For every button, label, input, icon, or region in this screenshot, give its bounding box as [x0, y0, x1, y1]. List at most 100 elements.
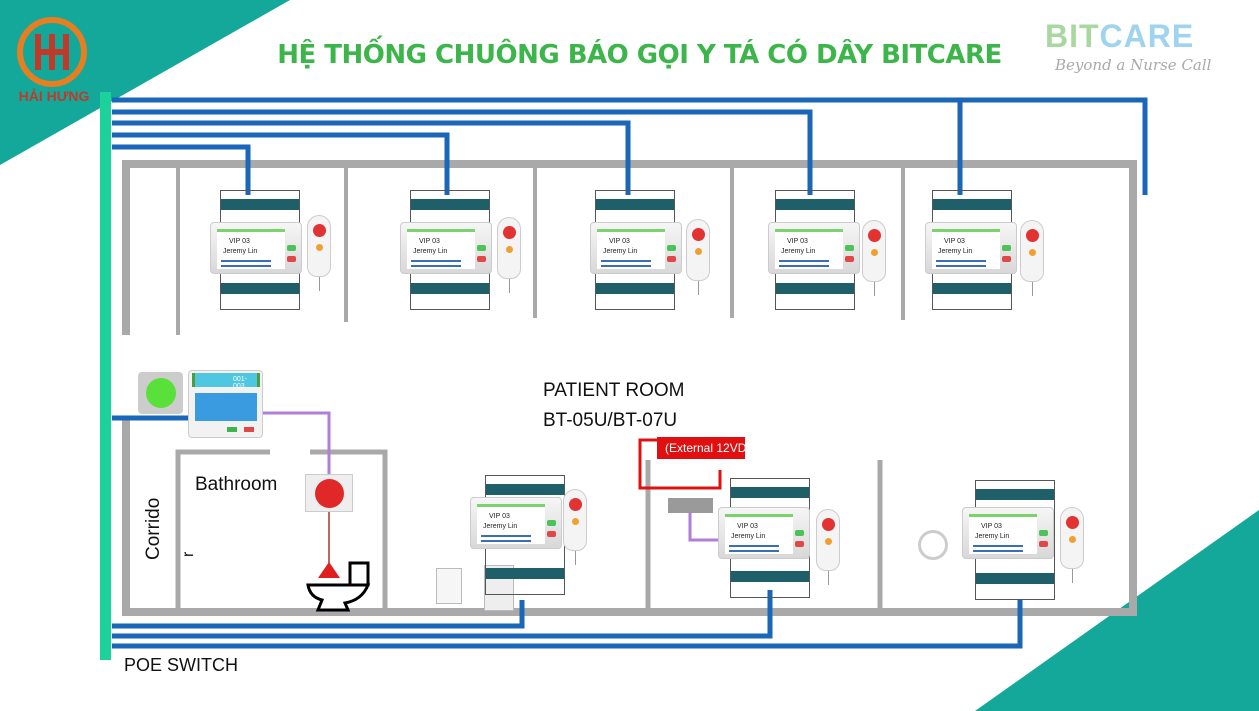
light-button[interactable] — [1029, 249, 1036, 256]
room-name: VIP 03 — [737, 523, 758, 530]
page-title: HỆ THỐNG CHUÔNG BÁO GỌI Y TÁ CÓ DÂY BITC… — [277, 40, 1002, 70]
cancel-button[interactable] — [795, 541, 804, 547]
call-handset-2[interactable] — [497, 217, 521, 293]
call-handset-7[interactable] — [816, 509, 840, 585]
corridor-lamp — [138, 372, 183, 414]
bedside-terminal-7[interactable]: VIP 03 Jeremy Lin — [718, 507, 810, 559]
call-button[interactable] — [1026, 229, 1039, 242]
cancel-button[interactable] — [667, 256, 676, 262]
hai-hung-logo-text: HẢI HƯNG — [18, 88, 90, 104]
cancel-button[interactable] — [1002, 256, 1011, 262]
floor-walls — [122, 160, 1137, 616]
call-button[interactable] — [1066, 516, 1079, 529]
accept-button[interactable] — [547, 520, 556, 526]
network-cables — [112, 97, 1148, 649]
patient-name: Jeremy Lin — [483, 523, 518, 530]
light-button[interactable] — [572, 518, 579, 525]
room-name: VIP 03 — [944, 238, 965, 245]
corridor-label-tail: r — [180, 551, 197, 557]
light-button[interactable] — [825, 538, 832, 545]
call-button[interactable] — [692, 228, 705, 241]
call-handset-3[interactable] — [686, 219, 710, 295]
power-cable — [638, 438, 722, 490]
light-button[interactable] — [506, 246, 513, 253]
terminal-screen: VIP 03 Jeremy Lin — [407, 229, 475, 269]
bitcare-logo: BITCARE — [1045, 18, 1195, 54]
patient-room-label: PATIENT ROOM — [543, 380, 685, 401]
call-button[interactable] — [503, 226, 516, 239]
call-button[interactable] — [569, 498, 582, 511]
light-button[interactable] — [871, 249, 878, 256]
power-adapter — [668, 498, 713, 513]
accept-button[interactable] — [795, 530, 804, 536]
terminal-screen: VIP 03 Jeremy Lin — [775, 229, 843, 269]
cancel-button[interactable] — [845, 256, 854, 262]
call-button[interactable] — [822, 518, 835, 531]
patient-name: Jeremy Lin — [413, 248, 448, 255]
accept-button[interactable] — [1002, 245, 1011, 251]
corridor-room-code: 001-003 — [192, 373, 260, 390]
call-button[interactable] — [868, 229, 881, 242]
bathroom-cable — [262, 411, 331, 476]
patient-name: Jeremy Lin — [938, 248, 973, 255]
patient-name: Jeremy Lin — [731, 533, 766, 540]
call-handset-6[interactable] — [563, 489, 587, 565]
adapter-cable — [688, 512, 718, 542]
call-handset-1[interactable] — [307, 215, 331, 291]
terminal-screen: VIP 03 Jeremy Lin — [217, 229, 285, 269]
pull-cord-handle — [318, 562, 340, 578]
room-name: VIP 03 — [489, 513, 510, 520]
corner-decoration-top-left — [0, 0, 290, 165]
bedside-terminal-6[interactable]: VIP 03 Jeremy Lin — [470, 497, 562, 549]
call-handset-8[interactable] — [1060, 507, 1084, 583]
bedside-terminal-1[interactable]: VIP 03 Jeremy Lin — [210, 222, 302, 274]
accept-button[interactable] — [287, 245, 296, 251]
external-power-label: (External 12VDC — [657, 437, 745, 459]
bedside-terminal-3[interactable]: VIP 03 Jeremy Lin — [590, 222, 682, 274]
cancel-button[interactable] — [1039, 541, 1048, 547]
cancel-button[interactable] — [477, 256, 486, 262]
wall-socket — [436, 568, 462, 604]
accept-button[interactable] — [477, 245, 486, 251]
bathroom-label: Bathroom — [195, 474, 278, 495]
room-name: VIP 03 — [981, 523, 1002, 530]
bedside-terminal-5[interactable]: VIP 03 Jeremy Lin — [925, 222, 1017, 274]
terminal-screen: VIP 03 Jeremy Lin — [969, 514, 1037, 554]
terminal-screen: VIP 03 Jeremy Lin — [477, 504, 545, 544]
toilet-icon — [306, 561, 371, 612]
light-button[interactable] — [316, 244, 323, 251]
bedside-terminal-8[interactable]: VIP 03 Jeremy Lin — [962, 507, 1054, 559]
call-handset-5[interactable] — [1020, 220, 1044, 296]
terminal-screen: VIP 03 Jeremy Lin — [597, 229, 665, 269]
bedside-terminal-4[interactable]: VIP 03 Jeremy Lin — [768, 222, 860, 274]
room-name: VIP 03 — [419, 238, 440, 245]
patient-name: Jeremy Lin — [223, 248, 258, 255]
accept-button[interactable] — [667, 245, 676, 251]
pear-switch — [918, 530, 948, 560]
corridor-display: 001-003 — [188, 370, 263, 438]
patient-name: Jeremy Lin — [781, 248, 816, 255]
room-name: VIP 03 — [609, 238, 630, 245]
light-button[interactable] — [695, 248, 702, 255]
poe-switch-label: POE SWITCH — [124, 655, 239, 675]
terminal-screen: VIP 03 Jeremy Lin — [725, 514, 793, 554]
call-handset-4[interactable] — [862, 220, 886, 296]
patient-name: Jeremy Lin — [975, 533, 1010, 540]
accept-button[interactable] — [845, 245, 854, 251]
cancel-button[interactable] — [547, 531, 556, 537]
accept-button[interactable] — [1039, 530, 1048, 536]
model-label: BT-05U/BT-07U — [543, 410, 678, 431]
call-button[interactable] — [313, 224, 326, 237]
bedside-terminal-2[interactable]: VIP 03 Jeremy Lin — [400, 222, 492, 274]
poe-switch-bus — [100, 92, 111, 660]
room-name: VIP 03 — [787, 238, 808, 245]
room-name: VIP 03 — [229, 238, 250, 245]
hh-logo-mark — [17, 17, 87, 87]
corridor-label: Corrido — [143, 497, 164, 560]
bitcare-tagline: Beyond a Nurse Call — [1055, 56, 1212, 74]
light-button[interactable] — [1069, 536, 1076, 543]
terminal-screen: VIP 03 Jeremy Lin — [932, 229, 1000, 269]
bathroom-call-button[interactable] — [305, 474, 353, 512]
cancel-button[interactable] — [287, 256, 296, 262]
